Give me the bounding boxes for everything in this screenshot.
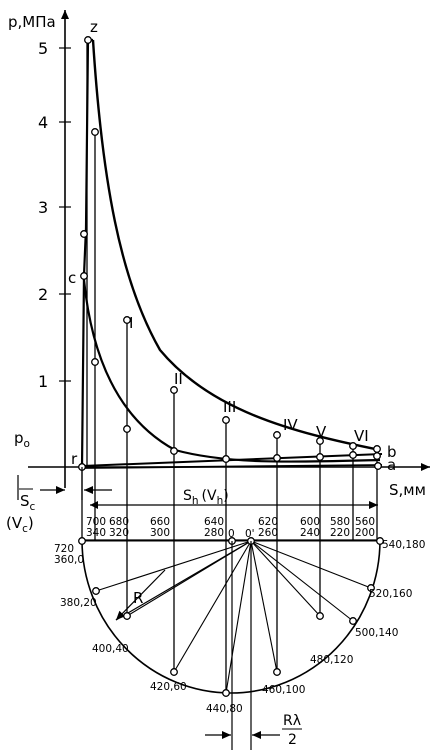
top-scale-label: 200 [355,527,375,539]
circle-label-440-80: 440,80 [206,703,243,715]
radius-R-label: R [133,589,143,607]
point-II-label: II [174,370,183,388]
top-scale-label: 640 [204,516,224,528]
top-scale-label: 320 [109,527,129,539]
x-axis-label: S,мм [389,481,426,499]
point-r-label: r [71,450,78,468]
circle-points [78,537,384,697]
top-scale-label: 600 [300,516,320,528]
exhaust-line [81,453,383,467]
circle-label-360-0: 360,0 [54,554,84,566]
point-a-label: a [387,456,396,474]
circle-label-540-180: 540,180 [382,539,425,551]
radius-R-arrow [115,569,166,621]
circle-label-380-20: 380,20 [60,597,97,609]
point-b-label: b [387,443,397,461]
brix-rays [82,540,380,694]
circle-label-480-120: 480,120 [310,654,353,666]
circle-label-500-140: 500,140 [355,627,398,639]
point-z-label: z [90,18,98,36]
circle-label-720: 720 [54,543,74,555]
top-scale-label: 260 [258,527,278,539]
y-tick-labels: 5 4 3 2 1 [38,39,48,391]
r-lambda-numerator: Rλ [283,713,301,729]
ordinate-lines [81,38,378,693]
top-scale-label: 680 [109,516,129,528]
sc-label: Sc [20,492,36,513]
y-tick-5: 5 [38,39,48,58]
top-scale-label: 340 [86,527,106,539]
center-0-prime-label: 0' [245,528,255,540]
point-c-label: c [68,269,76,287]
expansion-curve [91,39,381,452]
circle-label-520-160: 520,160 [369,588,412,600]
top-scale-label: 700 [86,516,106,528]
top-scale-label: 300 [150,527,170,539]
y-tick-4: 4 [38,113,48,132]
sh-label: Sh(Vh) [183,488,229,507]
top-scale: 700 340 680 320 660 300 640 280 620 260 … [86,516,375,539]
point-VI-label: VI [354,427,369,445]
y-tick-1: 1 [38,372,48,391]
top-scale-label: 220 [330,527,350,539]
y-tick-2: 2 [38,285,48,304]
circle-label-420-60: 420,60 [150,681,187,693]
top-scale-label: 280 [204,527,224,539]
vc-label: (Vc) [6,514,34,535]
y-tick-3: 3 [38,198,48,217]
curve-points [78,36,382,471]
top-scale-label: 620 [258,516,278,528]
top-scale-label: 660 [150,516,170,528]
point-I-label: I [129,314,133,332]
p0-label: po [14,429,30,450]
top-scale-label: 240 [300,527,320,539]
y-axis-label: p,МПа [8,13,56,31]
intake-line [81,464,383,469]
center-0-label: 0 [228,528,235,540]
point-V-label: V [316,423,327,441]
circle-label-400-40: 400,40 [92,643,129,655]
circle-label-460-100: 460,100 [262,684,305,696]
top-scale-label: 580 [330,516,350,528]
top-scale-label: 560 [355,516,375,528]
brix-semicircle [81,539,381,694]
compression-curve [82,279,381,463]
r-lambda-denominator: 2 [288,732,297,748]
point-III-label: III [223,398,236,416]
point-IV-label: IV [283,416,298,434]
y-ticks [59,47,71,382]
